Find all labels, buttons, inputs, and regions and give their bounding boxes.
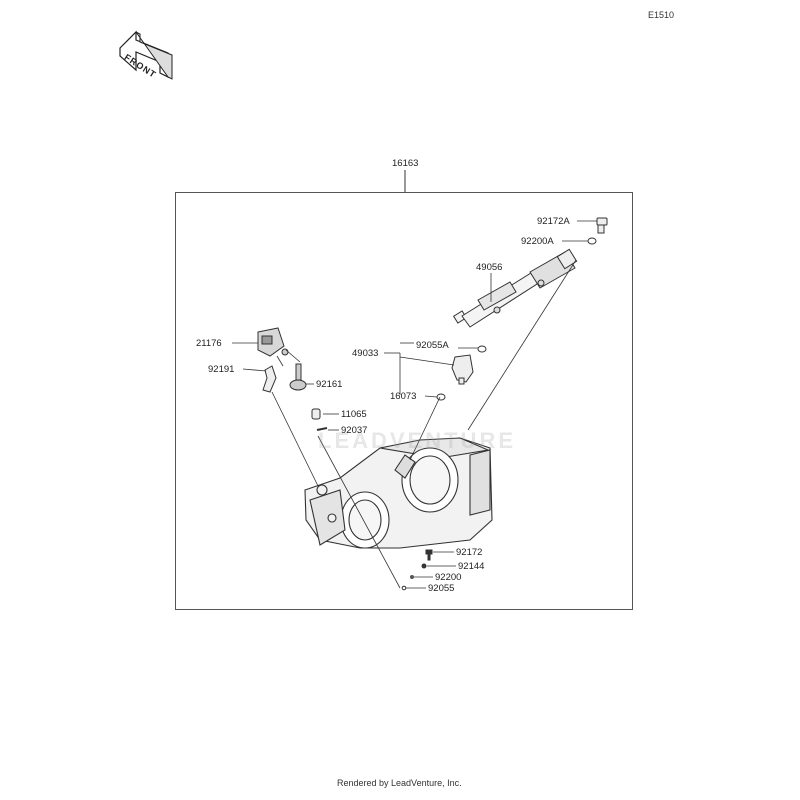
- label-92055: 92055: [428, 583, 455, 594]
- label-16163: 16163: [392, 158, 419, 169]
- front-arrow-icon: [119, 30, 173, 80]
- throttle-body-16163: [304, 437, 493, 549]
- label-92172: 92172: [456, 547, 483, 558]
- label-92172A: 92172A: [537, 216, 570, 227]
- oring-16073: [436, 393, 446, 401]
- sensor-21176: [257, 327, 289, 357]
- bolt-92172A: [596, 217, 608, 234]
- clamp-92037: [316, 427, 328, 431]
- label-92200A: 92200A: [521, 236, 554, 247]
- label-92055A: 92055A: [416, 340, 449, 351]
- label-21176: 21176: [196, 338, 222, 349]
- washer-92200: [410, 575, 414, 579]
- cap-11065: [311, 408, 321, 420]
- label-11065: 11065: [341, 409, 367, 420]
- label-16073: 16073: [390, 391, 417, 402]
- washer-92200A: [587, 237, 597, 245]
- label-92191: 92191: [208, 364, 235, 375]
- oring-92055: [401, 585, 407, 591]
- assembly-frame: [175, 192, 633, 610]
- fitting-92161: [289, 363, 307, 391]
- fuel-rail-49056: [452, 248, 578, 328]
- footer-credit: Rendered by LeadVenture, Inc.: [337, 778, 462, 788]
- label-49033: 49033: [352, 348, 379, 359]
- hose-92191: [262, 365, 277, 393]
- label-49056: 49056: [476, 262, 503, 273]
- injector-49033: [451, 345, 487, 385]
- diagram-code: E1510: [648, 10, 675, 20]
- screw-92172: [425, 549, 433, 561]
- label-92161: 92161: [316, 379, 343, 390]
- watermark: LEADVENTURE: [318, 428, 517, 453]
- label-92200: 92200: [435, 572, 462, 583]
- spacer-92144: [421, 563, 427, 569]
- label-92144: 92144: [458, 561, 485, 572]
- label-92037: 92037: [341, 425, 368, 436]
- leader-lines: [232, 220, 597, 589]
